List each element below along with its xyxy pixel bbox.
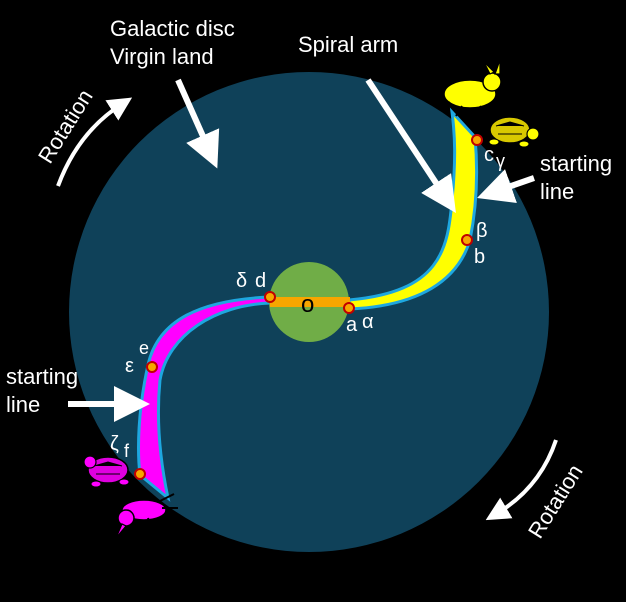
point-c-label: c <box>484 144 494 166</box>
point-b-marker <box>461 234 473 246</box>
point-alpha-label: α <box>362 311 374 333</box>
point-gamma-label: γ <box>496 151 505 171</box>
starting-line-left-label1: starting <box>6 364 78 389</box>
rotation-arrow-bottom <box>485 439 558 521</box>
point-e-marker <box>146 361 158 373</box>
point-b-label: b <box>474 246 485 268</box>
arrow-to-spiral-arm <box>365 78 456 214</box>
disc-title-line1: Galactic disc <box>110 16 235 41</box>
point-f-label: f <box>124 441 130 461</box>
central-bar <box>270 297 350 307</box>
arrow-to-disc <box>175 78 220 169</box>
starting-line-right-label1: starting <box>540 151 612 176</box>
point-c-marker <box>471 134 483 146</box>
rotation-arrow-top <box>56 97 133 187</box>
starting-line-left-label2: line <box>6 392 40 417</box>
starting-line-right-label2: line <box>540 179 574 204</box>
point-zeta-label: ζ <box>110 433 119 455</box>
turtle-icon <box>488 116 540 148</box>
point-d-marker <box>264 291 276 303</box>
point-d-label: d <box>255 270 266 292</box>
rabbit-icon-bottom <box>115 493 178 539</box>
point-e-label: e <box>139 338 149 358</box>
disc-title-line2: Virgin land <box>110 44 214 69</box>
rotation-label-top: Rotation <box>33 85 98 168</box>
center-label: o <box>301 291 314 318</box>
rotation-label-bottom: Rotation <box>523 460 588 543</box>
point-beta-label: β <box>476 220 488 242</box>
point-epsilon-label: ε <box>125 355 134 377</box>
point-a-marker <box>343 302 355 314</box>
point-f-marker <box>134 468 146 480</box>
arrow-starting-line-right <box>477 169 535 204</box>
turtle-icon-bottom <box>83 455 130 488</box>
point-a-label: a <box>346 314 358 336</box>
point-delta-label: δ <box>236 270 247 292</box>
rabbit-icon <box>439 59 502 117</box>
point-markers <box>134 134 483 480</box>
spiral-arm-label: Spiral arm <box>298 32 398 57</box>
